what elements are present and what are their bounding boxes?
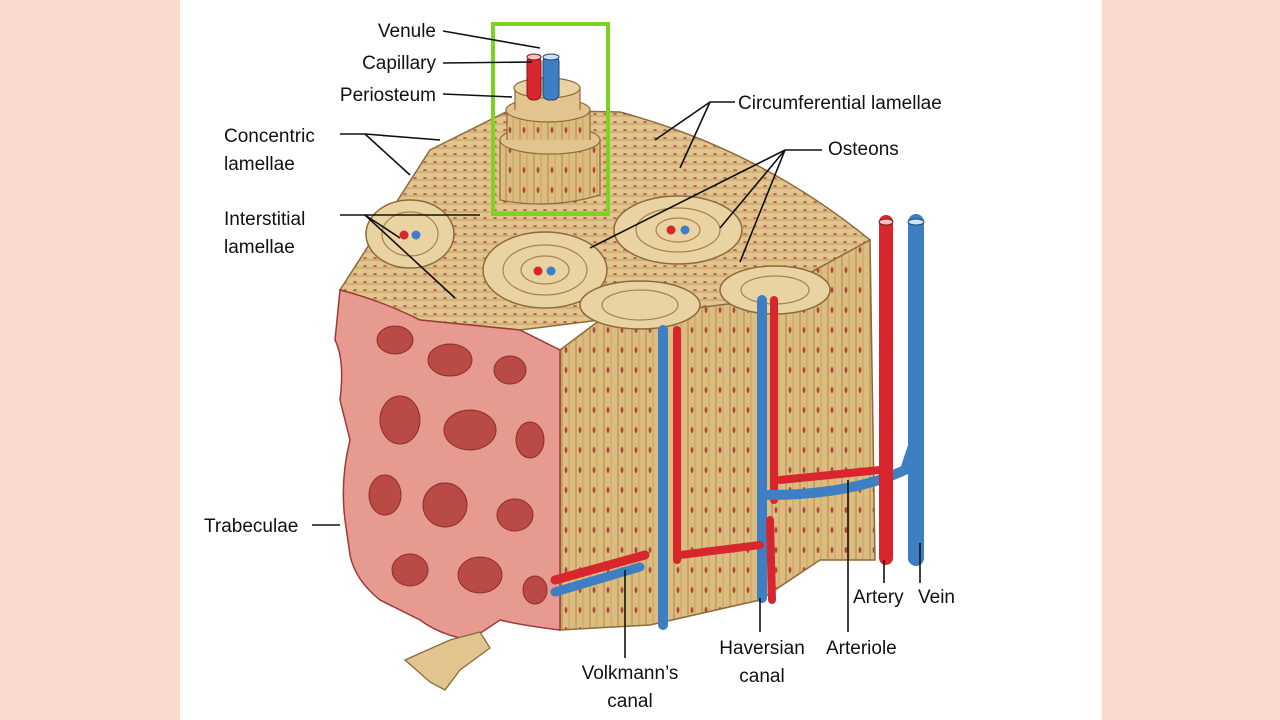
label-concentric-lamellae-line2: lamellae [224, 154, 295, 175]
label-interstitial-lamellae-line2: lamellae [224, 237, 295, 258]
blood-vessels [550, 214, 925, 630]
label-venule: Venule [378, 21, 436, 42]
label-vein: Vein [918, 587, 955, 608]
osteon [613, 195, 743, 265]
osteon [719, 265, 831, 315]
trabeculae-holes [368, 325, 548, 605]
label-haversian-canal-line2: canal [739, 666, 784, 687]
label-interstitial-lamellae-line1: Interstitial [224, 209, 305, 230]
label-volkmanns-canal-line1: Volkmann’s [582, 663, 679, 684]
leader-lines [312, 30, 921, 658]
label-artery: Artery [853, 587, 904, 608]
label-concentric-lamellae-line1: Concentric [224, 126, 315, 147]
label-arteriole: Arteriole [826, 638, 897, 659]
label-volkmanns-canal-line2: canal [607, 691, 652, 712]
label-trabeculae: Trabeculae [204, 516, 298, 537]
label-haversian-canal-line1: Haversian [719, 638, 805, 659]
trabecula-stump [403, 631, 491, 691]
osteon [365, 199, 455, 269]
highlight-box [491, 22, 610, 216]
osteon [579, 280, 701, 330]
label-periosteum: Periosteum [340, 85, 436, 106]
label-osteons: Osteons [828, 139, 899, 160]
periosteum-osteon-stack [499, 53, 601, 205]
osteon [482, 231, 608, 309]
label-capillary: Capillary [362, 53, 436, 74]
label-circumferential-lamellae: Circumferential lamellae [738, 93, 942, 114]
